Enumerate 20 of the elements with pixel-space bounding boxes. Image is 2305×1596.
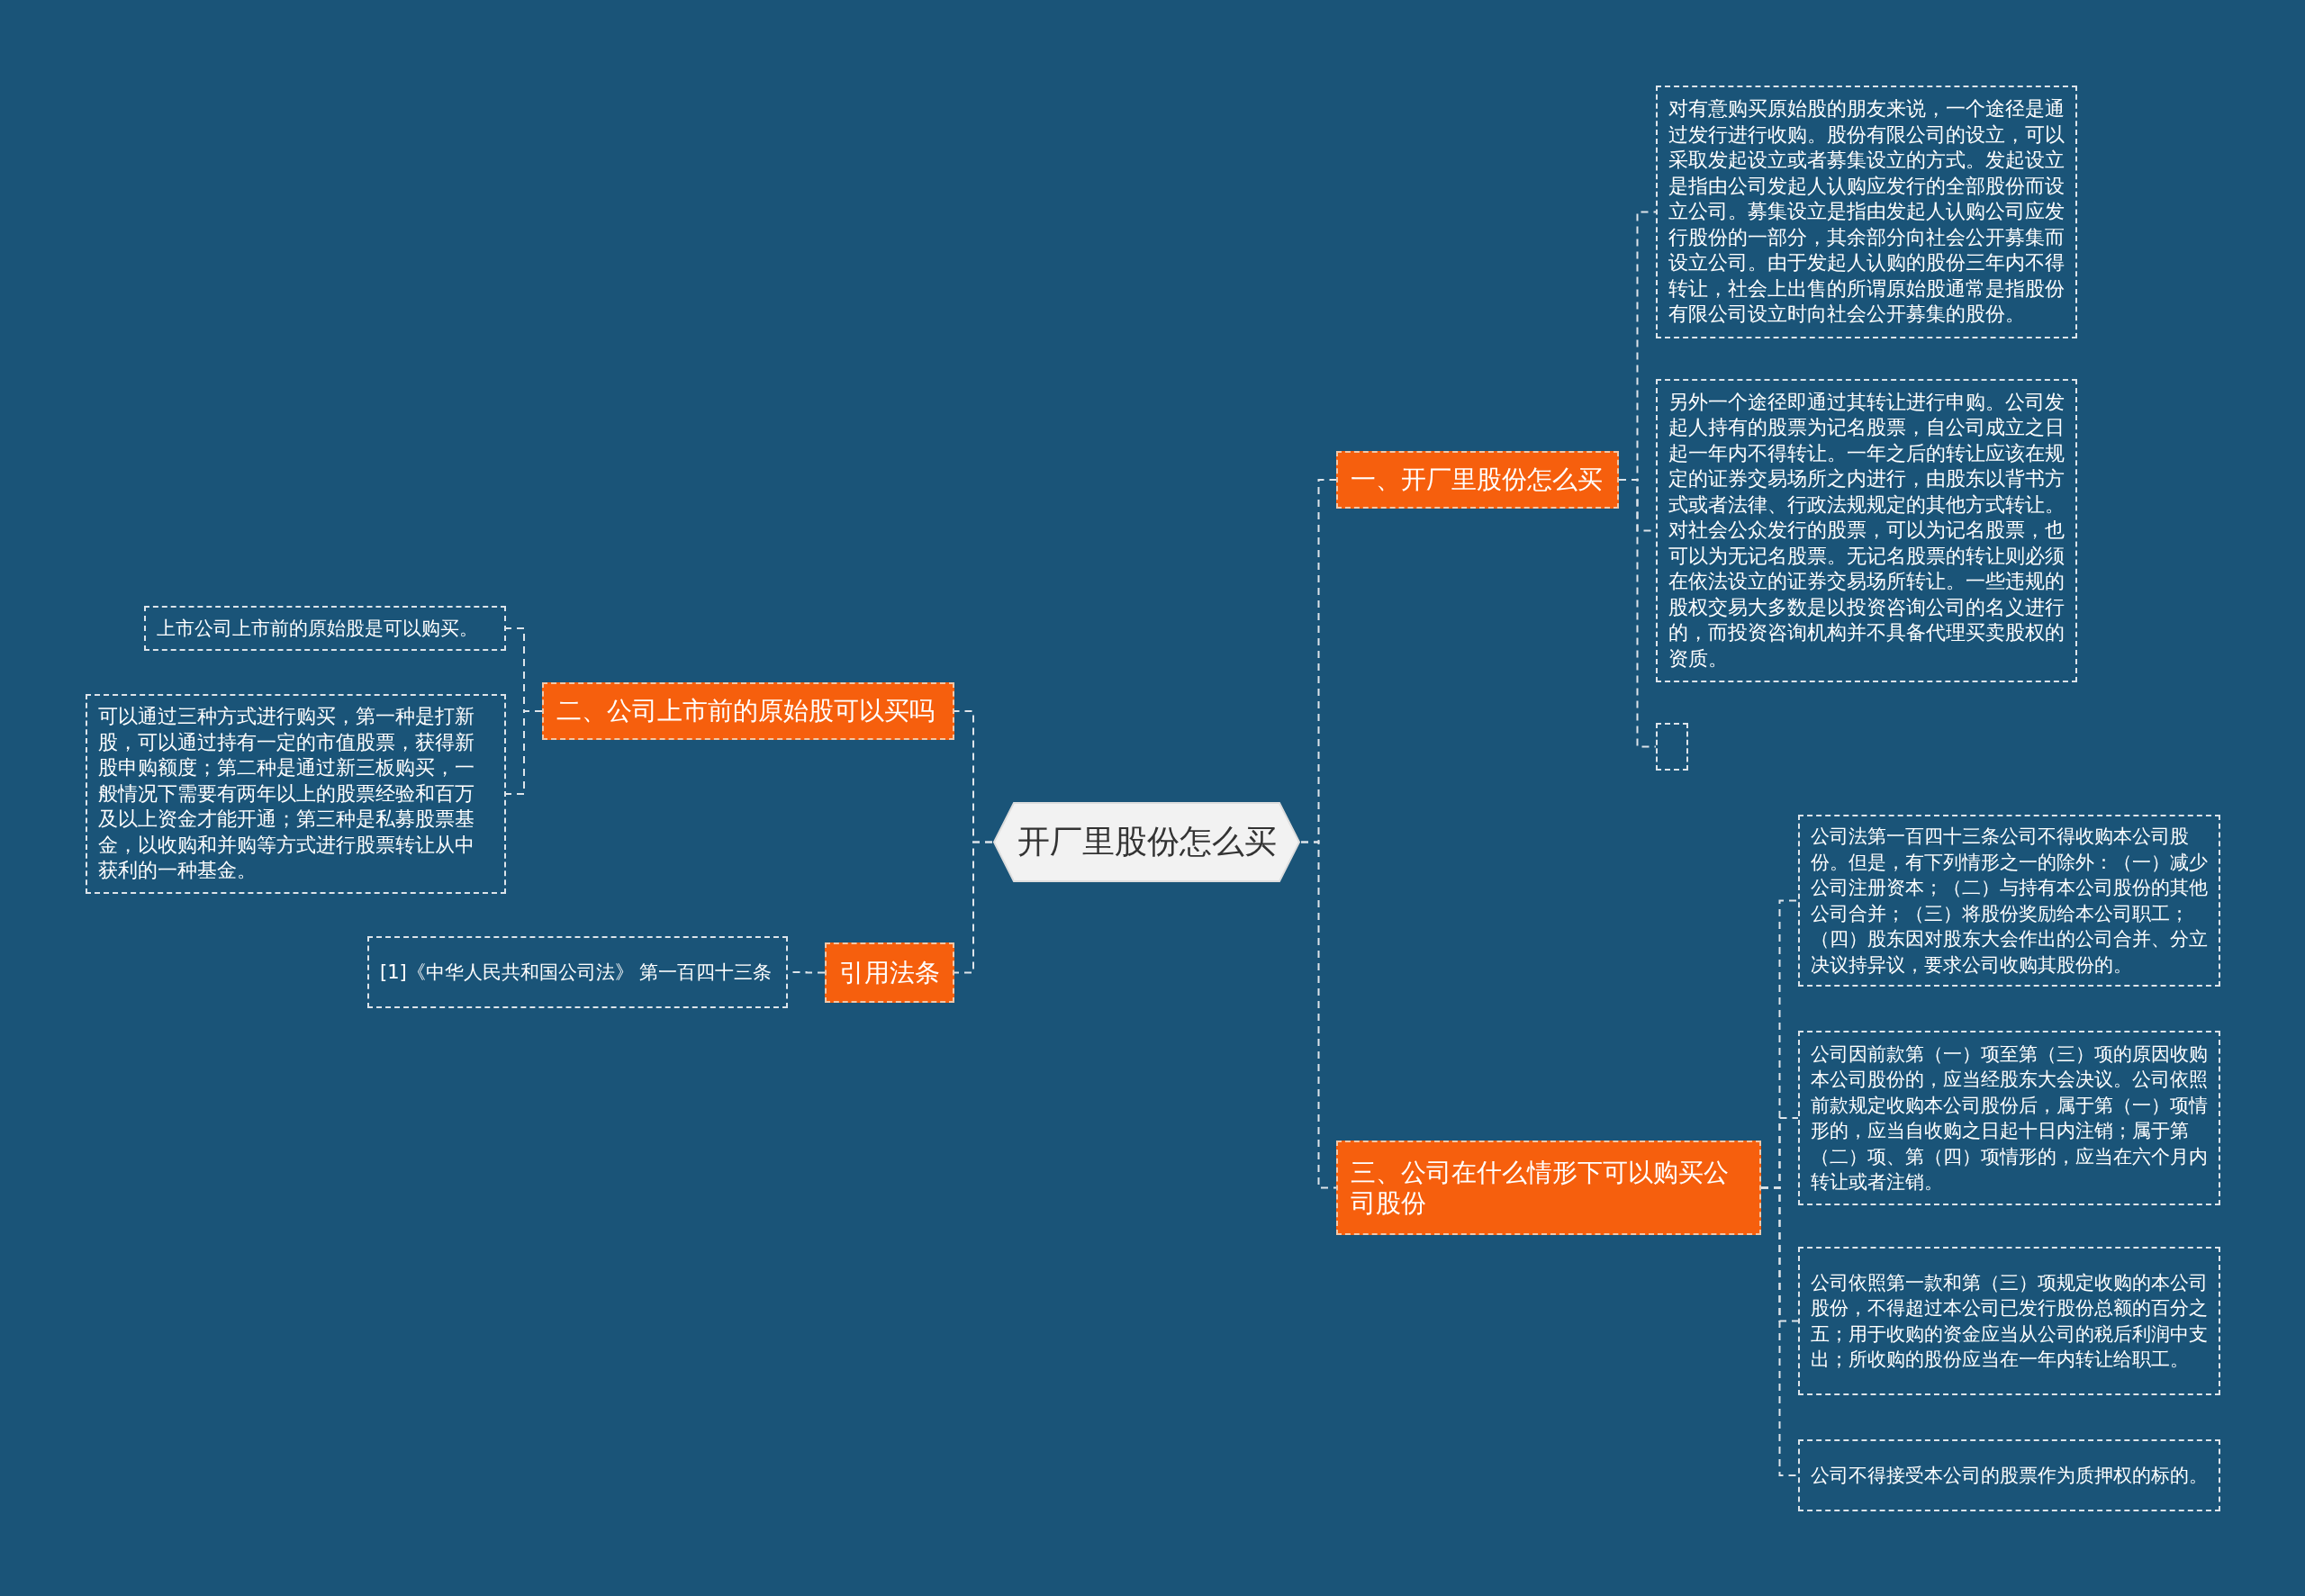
connector [1300, 841, 1337, 1189]
topic-box: 三、公司在什么情形下可以购买公司股份 [1336, 1141, 1761, 1235]
topic-box: 一、开厂里股份怎么买 [1336, 451, 1619, 509]
text-box: 上市公司上市前的原始股是可以购买。 [144, 606, 506, 651]
text-box: 对有意购买原始股的朋友来说，一个途径是通过发行进行收购。股份有限公司的设立，可以采取发起设立或者募集设立的方式。发起设立是指由公司发起人认购应发行的全部股份而设立公司。募集设立是指由发起人认购公司应发行股份的一部分，其余部分向社会公开募集而设立公司。由于发起人认购的股份三年内不得转让，社会上出售的所谓原始股通常是指股份有限公司设立时向社会公开募集的股份。 [1656, 86, 2077, 338]
topic-box: 引用法条 [825, 942, 954, 1003]
empty-box [1656, 723, 1688, 771]
text-box: 可以通过三种方式进行购买，第一种是打新股，可以通过持有一定的市值股票，获得新股申购额度；第二种是通过新三板购买，一般情况下需要有两年以上的股票经验和百万及以上资金才能开通；第三种是私募股票基金，以收购和并购等方式进行股票转让从中获利的一种基金。 [86, 694, 506, 894]
text-box: 公司法第一百四十三条公司不得收购本公司股份。但是，有下列情形之一的除外：（一）减少公司注册资本；（二）与持有本公司股份的其他公司合并；（三）将股份奖励给本公司职工；（四）股东因对股东大会作出的公司合并、分立决议持异议，要求公司收购其股份的。 [1798, 815, 2220, 987]
text-box: 另外一个途径即通过其转让进行申购。公司发起人持有的股票为记名股票，自公司成立之日起一年内不得转让。一年之后的转让应该在规定的证券交易场所之内进行，由股东以背书方式或者法律、行政法规规定的其他方式转让。对社会公众发行的股票，可以为记名股票，也可以为无记名股票。无记名股票的转让则必须在依法设立的证券交易场所转让。一些违规的股权交易大多数是以投资咨询公司的名义进行的，而投资咨询机构并不具备代理买卖股权的资质。 [1656, 379, 2077, 682]
text-box: 公司依照第一款和第（三）项规定收购的本公司股份，不得超过本公司已发行股份总额的百分之五；用于收购的资金应当从公司的税后利润中支出；所收购的股份应当在一年内转让给职工。 [1798, 1247, 2220, 1395]
central-topic: 开厂里股份怎么买 [992, 801, 1301, 883]
text-box: 公司因前款第（一）项至第（三）项的原因收购本公司股份的，应当经股东大会决议。公司依照前款规定收购本公司股份后，属于第（一）项情形的，应当自收购之日起十日内注销；属于第（二）项、第（四）项情形的，应当在六个月内转让或者注销。 [1798, 1031, 2220, 1205]
text-box: [1]《中华人民共和国公司法》 第一百四十三条 [367, 936, 788, 1008]
connector [505, 710, 543, 795]
connector [1760, 1186, 1799, 1476]
topic-box: 二、公司上市前的原始股可以买吗 [542, 682, 954, 740]
connector [1618, 479, 1657, 748]
text-box: 公司不得接受本公司的股票作为质押权的标的。 [1798, 1439, 2220, 1511]
connector [954, 841, 993, 974]
